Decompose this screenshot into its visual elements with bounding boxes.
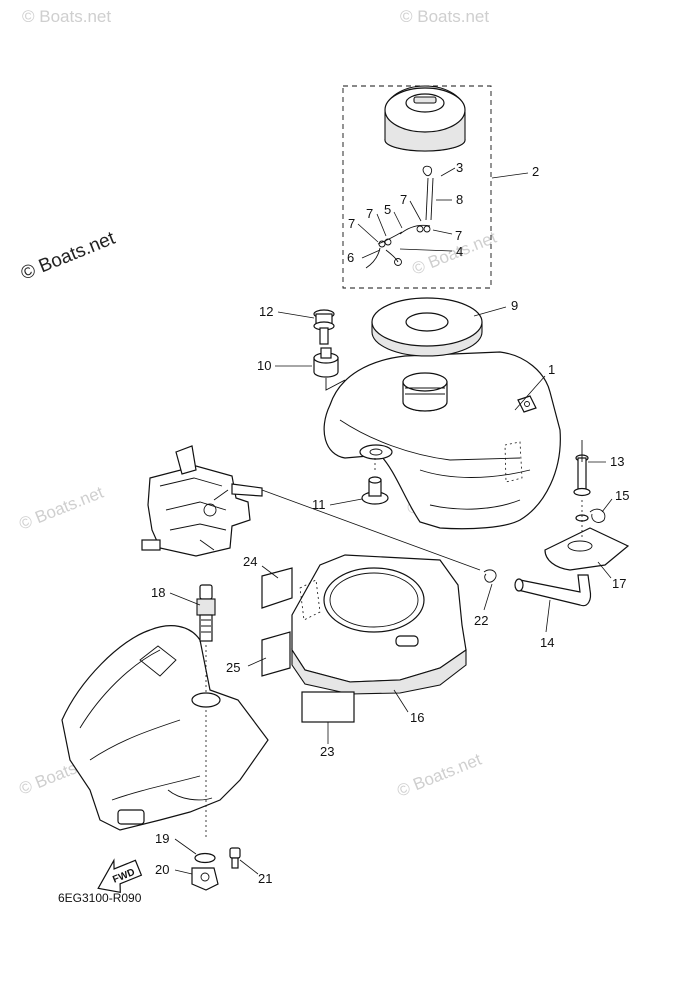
callout-25: 25 bbox=[226, 660, 240, 675]
brand-watermark: © Boats.net bbox=[18, 228, 119, 285]
fuel-cap-assembly bbox=[342, 85, 492, 289]
callouts: 1 2 3 4 5 6 7 7 7 7 8 9 10 11 12 13 14 1… bbox=[151, 160, 629, 886]
callout-11: 11 bbox=[312, 497, 326, 512]
callout-6: 6 bbox=[347, 250, 354, 265]
callout-12: 12 bbox=[259, 304, 273, 319]
watermark: © Boats.net bbox=[16, 483, 106, 534]
callout-2: 2 bbox=[532, 164, 539, 179]
fuel-joint bbox=[196, 584, 216, 840]
labels bbox=[261, 567, 355, 723]
fuel-hose bbox=[261, 489, 592, 607]
carburetor bbox=[141, 445, 263, 557]
bottom-cowling bbox=[61, 625, 269, 831]
callout-17: 17 bbox=[612, 576, 626, 591]
callout-7: 7 bbox=[455, 228, 462, 243]
callout-15: 15 bbox=[615, 488, 629, 503]
callout-19: 19 bbox=[155, 831, 169, 846]
callout-1: 1 bbox=[548, 362, 555, 377]
callout-3: 3 bbox=[456, 160, 463, 175]
drawing-code: 6EG3100-R090 bbox=[58, 891, 142, 905]
callout-10: 10 bbox=[257, 358, 271, 373]
callout-23: 23 bbox=[320, 744, 334, 759]
callout-7: 7 bbox=[400, 192, 407, 207]
fuel-tank bbox=[323, 351, 561, 530]
callout-20: 20 bbox=[155, 862, 169, 877]
leader-lines bbox=[169, 167, 613, 875]
callout-5: 5 bbox=[384, 202, 391, 217]
callout-13: 13 bbox=[610, 454, 624, 469]
bolt-and-grommet bbox=[313, 309, 346, 391]
callout-24: 24 bbox=[243, 554, 257, 569]
tank-gasket bbox=[371, 297, 483, 357]
callout-14: 14 bbox=[540, 635, 554, 650]
watermark: © Boats.net bbox=[400, 7, 489, 26]
callout-22: 22 bbox=[474, 613, 488, 628]
callout-8: 8 bbox=[456, 192, 463, 207]
callout-7: 7 bbox=[348, 216, 355, 231]
callout-21: 21 bbox=[258, 871, 272, 886]
tank-holder bbox=[291, 554, 467, 695]
callout-4: 4 bbox=[456, 244, 463, 259]
callout-16: 16 bbox=[410, 710, 424, 725]
watermark: © Boats.net bbox=[22, 7, 111, 26]
collar bbox=[361, 455, 389, 505]
fittings bbox=[191, 847, 241, 891]
callout-9: 9 bbox=[511, 298, 518, 313]
callout-18: 18 bbox=[151, 585, 165, 600]
bracket-assembly bbox=[544, 440, 630, 571]
callout-7: 7 bbox=[366, 206, 373, 221]
watermark: © Boats.net bbox=[394, 750, 484, 801]
